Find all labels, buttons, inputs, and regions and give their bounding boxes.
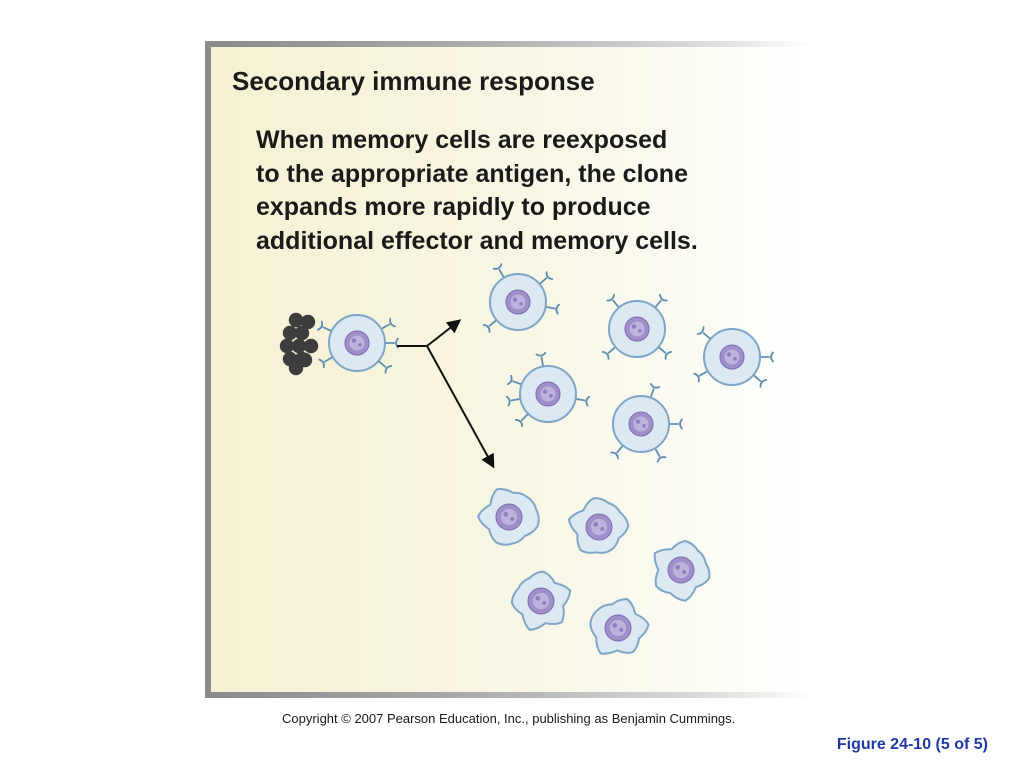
panel-border-bottom — [207, 692, 812, 698]
effector-cell-icon — [510, 570, 572, 631]
effector-cell-icon — [567, 497, 630, 554]
effector-cell-icon — [653, 539, 711, 602]
copyright-notice: Copyright © 2007 Pearson Education, Inc.… — [282, 711, 736, 726]
description-line-1: When memory cells are reexposed — [256, 126, 668, 154]
panel-border-left — [205, 41, 211, 698]
memory-cell-icon — [482, 263, 561, 333]
antigen-icon — [279, 312, 319, 376]
memory-cell-icon — [610, 383, 683, 463]
memory-cell-icon — [693, 326, 774, 388]
memory-cell-icon — [601, 293, 673, 360]
arrow-icon — [426, 319, 462, 347]
effector-cell-icon — [589, 598, 650, 655]
arrow-icon — [426, 345, 495, 469]
description-line-3: expands more rapidly to produce — [256, 193, 651, 221]
memory-cell-icon — [505, 351, 591, 428]
memory-cell-icon — [317, 314, 399, 374]
description-line-4: additional effector and memory cells. — [256, 226, 698, 255]
figure-label: Figure 24-10 (5 of 5) — [836, 736, 988, 753]
panel-border-top — [207, 41, 812, 47]
figure-description: When memory cells are reexposed to the a… — [256, 124, 796, 258]
effector-cell-icon — [477, 488, 540, 546]
figure-title: Secondary immune response — [232, 66, 595, 96]
description-line-2: to the appropriate antigen, the clone — [256, 159, 688, 188]
